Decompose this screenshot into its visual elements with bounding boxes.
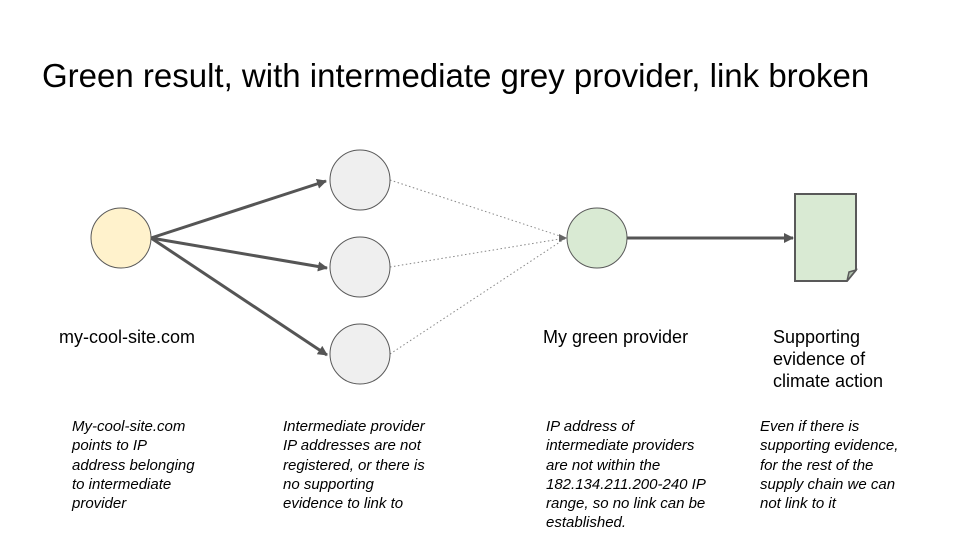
note-line: to intermediate: [72, 475, 172, 493]
dotted-edge-intermediate-1-to-green: [389, 179, 567, 239]
site-note: My-cool-site.com points to IP address be…: [72, 417, 195, 513]
note-line: not link to it: [760, 495, 836, 513]
site-node: [90, 207, 152, 269]
green-provider-note: IP address of intermediate providers are…: [546, 417, 706, 533]
note-line: established.: [546, 514, 627, 532]
edge-site-to-intermediate-2: [150, 236, 328, 272]
note-line: are not within the: [546, 456, 661, 474]
green-provider-label: My green provider: [543, 327, 689, 347]
edge-site-to-intermediate-1: [150, 179, 327, 240]
dotted-edge-intermediate-2-to-green: [389, 237, 567, 268]
intermediate-note: Intermediate provider IP addresses are n…: [283, 417, 425, 513]
dotted-edge-arrowhead: [559, 234, 567, 242]
intermediate-provider-node-1: [329, 149, 391, 211]
note-line: provider: [72, 495, 127, 513]
note-line: IP addresses are not: [283, 437, 421, 455]
green-provider-node: [566, 207, 628, 269]
evidence-label-line: Supporting: [773, 327, 861, 347]
note-line: address belonging: [72, 456, 195, 474]
intermediate-provider-node-3: [329, 323, 391, 385]
note-line: supply chain we can: [760, 475, 896, 493]
evidence-label-line: climate action: [773, 371, 884, 391]
note-line: 182.134.211.200-240 IP: [546, 475, 706, 493]
intermediate-provider-node-2: [329, 236, 391, 298]
slide-title: Green result, with intermediate grey pro…: [42, 57, 870, 94]
note-line: intermediate providers: [546, 437, 695, 455]
note-line: range, so no link can be: [546, 495, 706, 513]
note-line: registered, or there is: [283, 456, 425, 474]
evidence-label: Supporting evidence of climate action: [773, 326, 883, 392]
note-line: evidence to link to: [283, 495, 404, 513]
note-line: for the rest of the: [760, 456, 874, 474]
document-icon: [794, 193, 859, 282]
site-label: my-cool-site.com: [59, 327, 196, 347]
note-line: points to IP: [72, 437, 148, 455]
note-line: supporting evidence,: [760, 437, 899, 455]
note-line: Intermediate provider: [283, 418, 425, 435]
note-line: no supporting: [283, 475, 374, 493]
evidence-note: Even if there is supporting evidence, fo…: [760, 417, 898, 513]
evidence-label-line: evidence of: [773, 349, 866, 369]
edge-site-to-intermediate-3: [150, 236, 328, 357]
note-line: Even if there is: [760, 418, 860, 435]
dotted-edge-intermediate-3-to-green: [389, 237, 567, 355]
note-line: IP address of: [546, 418, 634, 435]
note-line: My-cool-site.com: [72, 418, 186, 435]
